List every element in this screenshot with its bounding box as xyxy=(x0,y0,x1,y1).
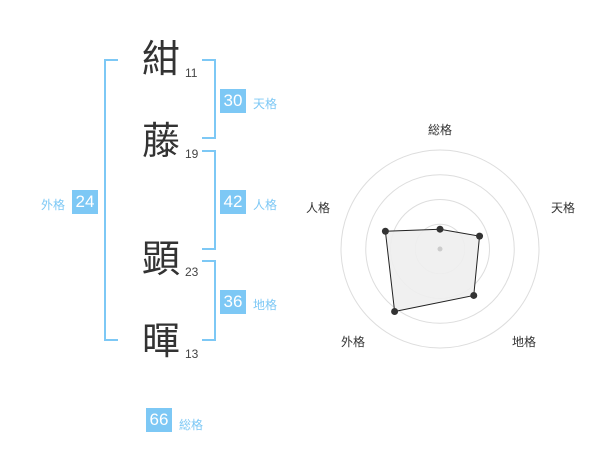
stroke-count-3: 23 xyxy=(185,265,199,279)
gaikaku-value: 24 xyxy=(72,190,98,214)
jinkaku-bracket xyxy=(202,150,216,250)
radar-axis-chikaku: 地格 xyxy=(512,334,536,349)
radar-point xyxy=(476,232,484,240)
gaikaku-bracket xyxy=(104,59,118,341)
gaikaku-label: 外格 xyxy=(41,198,66,212)
tenkaku-bracket xyxy=(202,59,216,139)
radar-ring xyxy=(340,149,540,349)
jinkaku-value: 42 xyxy=(220,190,246,214)
stroke-count-1: 11 xyxy=(185,66,198,80)
stroke-count-4: 13 xyxy=(185,347,199,361)
soukaku-label: 総格 xyxy=(179,418,204,432)
tenkaku-value: 30 xyxy=(220,89,246,113)
chikaku-label: 地格 xyxy=(253,298,278,312)
jinkaku-label: 人格 xyxy=(253,198,278,212)
stroke-count-2: 19 xyxy=(185,147,199,161)
soukaku-value: 66 xyxy=(146,408,172,432)
radar-point xyxy=(470,291,478,299)
radar-axis-tenkaku: 天格 xyxy=(551,200,575,215)
tenkaku-label: 天格 xyxy=(253,97,278,111)
name-char-3: 顕 xyxy=(142,237,181,281)
radar-ring xyxy=(365,174,515,324)
chikaku-bracket xyxy=(202,260,216,341)
radar-axis-gaikaku: 外格 xyxy=(341,334,365,349)
name-char-2: 藤 xyxy=(142,119,181,163)
radar-axis-jinkaku: 人格 xyxy=(306,200,330,215)
radar-point xyxy=(391,307,399,315)
radar-center-dot xyxy=(437,246,443,252)
radar-polygon xyxy=(384,228,481,313)
name-char-4: 暉 xyxy=(142,319,181,363)
radar-axis-soukaku: 総格 xyxy=(428,122,452,137)
chikaku-value: 36 xyxy=(220,290,246,314)
name-char-1: 紺 xyxy=(142,37,181,81)
radar-point xyxy=(436,225,444,233)
radar-point xyxy=(381,227,389,235)
